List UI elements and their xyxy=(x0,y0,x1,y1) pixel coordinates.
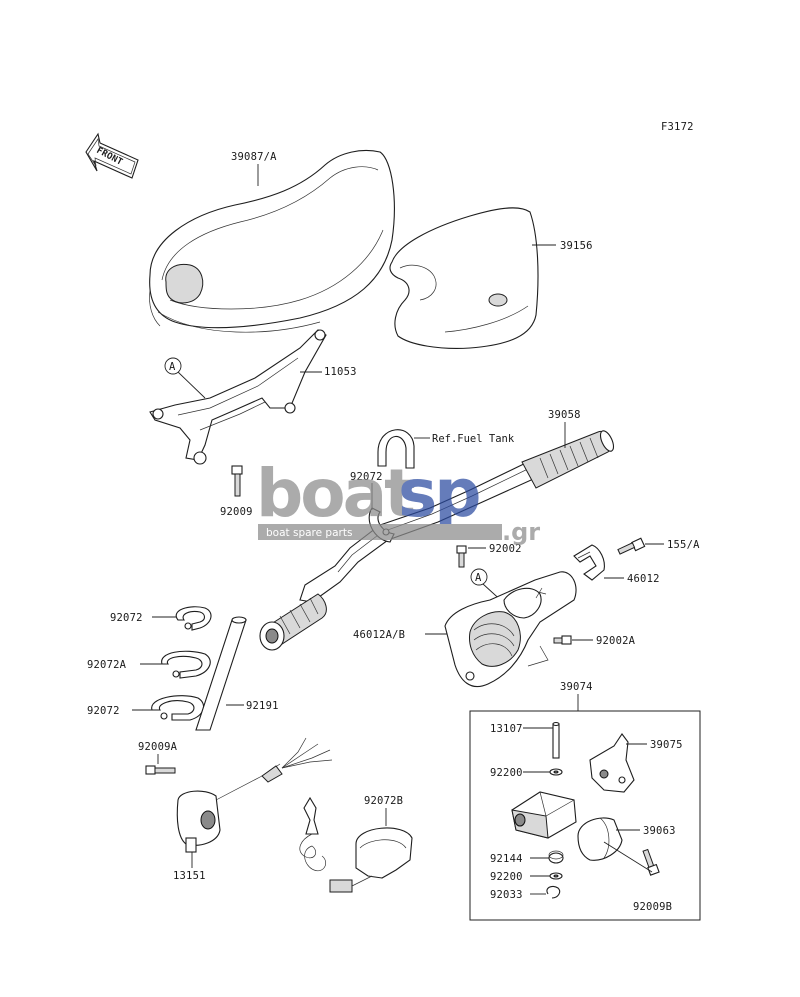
washer-92200-upper-drawing xyxy=(549,768,563,776)
part-label-92072B: 92072B xyxy=(364,795,403,807)
ref-marker-a-throttle-label: A xyxy=(475,572,482,584)
part-label-39074: 39074 xyxy=(560,681,593,693)
bolt-155A-drawing xyxy=(617,537,646,555)
part-label-46012AB: 46012A/B xyxy=(353,629,405,641)
figure-code: F3172 xyxy=(661,121,694,133)
bolt-92009A-drawing xyxy=(145,765,176,775)
kill-switch-body-drawing xyxy=(511,791,577,839)
seat-cover-drawing xyxy=(389,207,539,349)
watermark-brand-accent: sp xyxy=(398,455,479,532)
cover-39063-drawing xyxy=(577,817,623,861)
part-label-39058: 39058 xyxy=(548,409,581,421)
washer-92200-lower-drawing xyxy=(549,872,563,880)
part-label-92009: 92009 xyxy=(220,506,253,518)
part-label-13107: 13107 xyxy=(490,723,523,735)
bolt-92002A-drawing xyxy=(527,635,572,667)
part-label-92191: 92191 xyxy=(246,700,279,712)
bolt-92002-drawing xyxy=(456,545,467,568)
part-label-46012: 46012 xyxy=(627,573,660,585)
clamp-92072-b-drawing xyxy=(151,695,205,721)
leader-92009B xyxy=(603,841,653,873)
seat-bracket-drawing xyxy=(149,329,327,465)
part-label-92072A: 92072A xyxy=(87,659,127,671)
kit-39074-box xyxy=(469,710,701,921)
part-label-155A: 155/A xyxy=(667,539,700,551)
lever-39075-drawing xyxy=(589,733,635,793)
ref-marker-a-seat: A xyxy=(164,357,206,399)
spring-92144-drawing xyxy=(548,850,564,864)
fuel-tank-hose-drawing xyxy=(377,429,415,469)
part-label-92072-upper: 92072 xyxy=(350,471,383,483)
circlip-92033-drawing xyxy=(546,885,561,899)
reference-note: Ref.Fuel Tank xyxy=(432,433,515,445)
part-label-92072-a: 92072 xyxy=(110,612,143,624)
part-label-92002: 92002 xyxy=(489,543,522,555)
holder-46012-drawing xyxy=(573,544,605,581)
part-label-39075: 39075 xyxy=(650,739,683,751)
part-label-92144: 92144 xyxy=(490,853,523,865)
part-label-39063: 39063 xyxy=(643,825,676,837)
watermark-logo: boat sp .gr boat spare parts xyxy=(256,455,540,546)
throttle-case-drawing xyxy=(444,571,577,688)
watermark-tagline: boat spare parts xyxy=(266,527,352,539)
part-label-92009A: 92009A xyxy=(138,741,178,753)
part-label-39156: 39156 xyxy=(560,240,593,252)
clamp-92072A-drawing xyxy=(161,650,211,679)
part-label-92009B: 92009B xyxy=(633,901,672,913)
tube-92191-drawing xyxy=(195,616,247,731)
clamp-92072-a-drawing xyxy=(175,606,212,631)
bolt-92009-drawing xyxy=(231,465,243,497)
ref-marker-a-seat-label: A xyxy=(169,361,176,373)
bolt-92009B-drawing xyxy=(642,848,660,876)
part-label-39087A: 39087/A xyxy=(231,151,277,163)
front-arrow-icon: FRONT xyxy=(85,132,139,179)
part-label-92002A: 92002A xyxy=(596,635,636,647)
seat-drawing xyxy=(149,149,395,333)
part-label-13151: 13151 xyxy=(173,870,206,882)
watermark-brand-main: boat xyxy=(256,455,415,532)
handlebar-drawing xyxy=(259,430,615,651)
part-label-11053: 11053 xyxy=(324,366,357,378)
part-label-92200-upper: 92200 xyxy=(490,767,523,779)
part-label-92072-b: 92072 xyxy=(87,705,120,717)
watermark-tagline-band xyxy=(258,524,502,540)
pin-13107-drawing xyxy=(552,721,560,759)
watermark-brand-suffix: .gr xyxy=(502,518,540,546)
lanyard-92072B-drawing xyxy=(299,796,413,893)
part-label-92033: 92033 xyxy=(490,889,523,901)
part-label-92200-lower: 92200 xyxy=(490,871,523,883)
switch-13151-drawing xyxy=(176,737,333,853)
